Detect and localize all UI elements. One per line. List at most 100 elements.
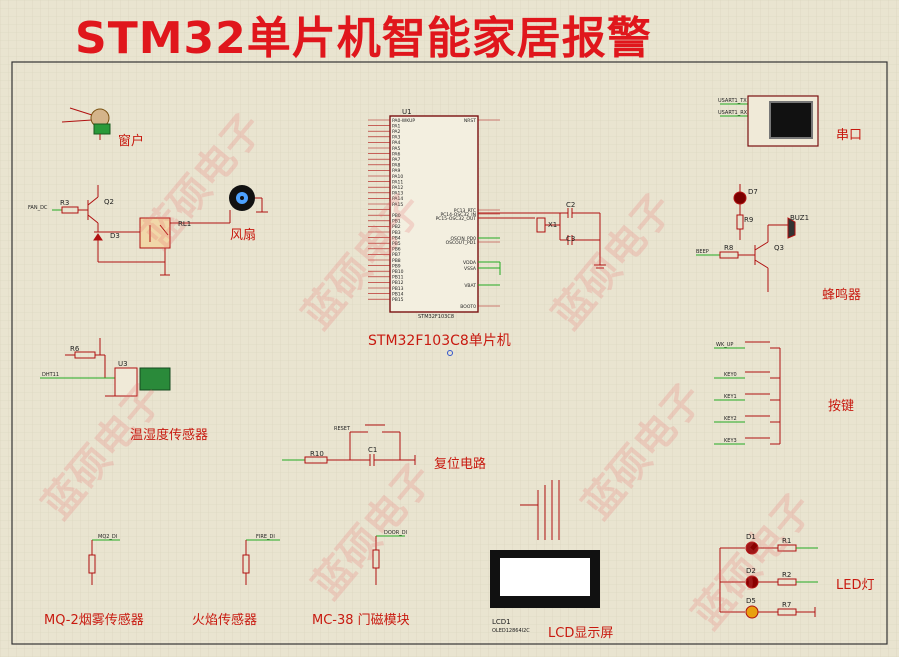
fan-motor[interactable] xyxy=(229,185,268,213)
part-u1: U1 xyxy=(402,108,412,116)
mcu-pin-label: OSCOUT_PD1 xyxy=(446,240,477,246)
mcu-pin-label: PB5 xyxy=(392,241,401,247)
mcu-pin-label: PA2 xyxy=(392,129,401,135)
part-mq2-di: MQ2_DI xyxy=(98,534,118,540)
mcu-pin-label: PA13 xyxy=(392,191,403,197)
part-r8: R8 xyxy=(724,244,734,252)
part-d5: D5 xyxy=(746,597,756,605)
part-c1: C1 xyxy=(368,446,378,454)
mcu-pin-label: PA10 xyxy=(392,174,403,180)
label-temp-humidity: 温湿度传感器 xyxy=(130,428,209,443)
mcu-pin-label: PA4 xyxy=(392,140,401,146)
mcu-left-pins: PA0-WKUPPA1PA2PA3PA4PA5PA6PA7PA8PA9PA10P… xyxy=(368,118,415,303)
part-uart-rx: USART1_RX xyxy=(718,110,748,116)
sensor-switches[interactable] xyxy=(88,535,405,585)
part-key2: KEY2 xyxy=(724,416,737,422)
part-r2: R2 xyxy=(782,571,792,579)
mcu-pin-label: PB7 xyxy=(392,252,401,258)
part-key1: KEY1 xyxy=(724,394,737,400)
label-keys: 按键 xyxy=(828,399,855,414)
part-buz1: BUZ1 xyxy=(790,214,810,222)
part-u3: U3 xyxy=(118,360,128,368)
part-fan-dc: FAN_DC xyxy=(28,205,48,211)
mcu-pin-label: PA1 xyxy=(392,123,401,129)
part-r10: R10 xyxy=(310,450,324,458)
part-dht11: DHT11 xyxy=(42,372,60,378)
mcu-pin-label: PB1 xyxy=(392,219,401,225)
part-reset-net: RESET xyxy=(334,426,351,432)
mcu-pin-label: PA0-WKUP xyxy=(392,118,415,124)
part-c2: C2 xyxy=(566,201,576,209)
part-r9: R9 xyxy=(744,216,754,224)
part-q2: Q2 xyxy=(104,198,114,206)
label-buzzer: 蜂鸣器 xyxy=(822,288,862,303)
part-c3: C3 xyxy=(566,235,576,243)
label-smoke: MQ-2烟雾传感器 xyxy=(44,613,144,628)
mcu-pin-label: PB8 xyxy=(392,258,401,264)
page-title: STM32单片机智能家居报警 xyxy=(75,13,652,64)
mcu-pin-label: PB15 xyxy=(392,297,404,303)
window-motor[interactable] xyxy=(61,107,111,140)
label-reset: 复位电路 xyxy=(434,457,487,472)
key-switches[interactable] xyxy=(714,341,781,445)
mcu-pin-label: VDDA xyxy=(463,260,477,266)
cursor-marker xyxy=(447,350,453,356)
mcu-pin-label: PA9 xyxy=(392,168,401,174)
mcu-pin-label: VBAT xyxy=(464,283,476,289)
label-led: LED灯 xyxy=(836,578,875,593)
label-serial: 串口 xyxy=(836,128,863,143)
part-q3: Q3 xyxy=(774,244,784,252)
label-mcu: STM32F103C8单片机 xyxy=(368,333,511,349)
mcu-pin-label: PB4 xyxy=(392,235,401,241)
label-flame: 火焰传感器 xyxy=(192,613,258,628)
mcu-pin-label: PB6 xyxy=(392,247,401,253)
part-fire-di: FIRE_DI xyxy=(256,534,275,540)
part-rl1: RL1 xyxy=(178,220,192,228)
buzzer-circuit[interactable] xyxy=(696,184,796,292)
mcu-pin-label: PA5 xyxy=(392,146,401,152)
fan-driver[interactable] xyxy=(52,185,231,276)
part-r1: R1 xyxy=(782,537,792,545)
mcu-pin-label: PB12 xyxy=(392,280,404,286)
part-r7: R7 xyxy=(782,601,792,609)
part-u1-model: STM32F103C8 xyxy=(418,314,454,320)
mcu-pin-label: PC15-OSC32_OUT xyxy=(436,216,477,222)
label-lcd: LCD显示屏 xyxy=(548,626,614,641)
part-beep: BEEP xyxy=(696,249,709,255)
mcu-pin-label: PB3 xyxy=(392,230,401,236)
part-uart-tx: USART1_TX xyxy=(718,98,747,104)
serial-terminal[interactable] xyxy=(720,95,819,147)
mcu-pin-label: BOOT0 xyxy=(460,304,476,310)
mcu-pin-label: NRST xyxy=(464,118,476,124)
part-lcd1-model: OLED12864I2C xyxy=(492,628,530,634)
sheet-border xyxy=(11,61,888,645)
mcu-pin-label: OSCIN_PD0 xyxy=(450,236,476,242)
led-circuit[interactable] xyxy=(719,541,818,619)
mcu-u1[interactable] xyxy=(389,115,479,313)
mcu-pin-label: PB9 xyxy=(392,263,401,269)
label-door: MC-38 门磁模块 xyxy=(312,613,410,628)
crystal-circuit[interactable] xyxy=(478,208,606,269)
part-d2: D2 xyxy=(746,567,756,575)
part-door-di: DOOR_DI xyxy=(384,530,408,536)
mcu-pin-label: PA7 xyxy=(392,157,401,163)
mcu-pin-label: PA12 xyxy=(392,185,403,191)
mcu-pin-label: PB11 xyxy=(392,275,404,281)
mcu-pin-label: PC14-OSC32_IN xyxy=(440,212,476,218)
mcu-pin-label: PC13_RTC xyxy=(454,208,476,214)
label-fan: 风扇 xyxy=(230,228,257,243)
mcu-pin-label: PA14 xyxy=(392,196,403,202)
dht11-sensor[interactable] xyxy=(40,338,171,397)
mcu-pin-label: PA3 xyxy=(392,135,401,141)
part-key3: KEY3 xyxy=(724,438,737,444)
lcd-module[interactable] xyxy=(490,480,600,608)
mcu-pin-label: PA15 xyxy=(392,202,403,208)
part-d7: D7 xyxy=(748,188,758,196)
part-wk-up: WK_UP xyxy=(716,342,734,348)
mcu-pin-label: PA6 xyxy=(392,151,401,157)
mcu-pin-label: PA8 xyxy=(392,163,401,169)
mcu-pin-label: PB14 xyxy=(392,291,404,297)
reset-circuit[interactable] xyxy=(282,424,416,466)
